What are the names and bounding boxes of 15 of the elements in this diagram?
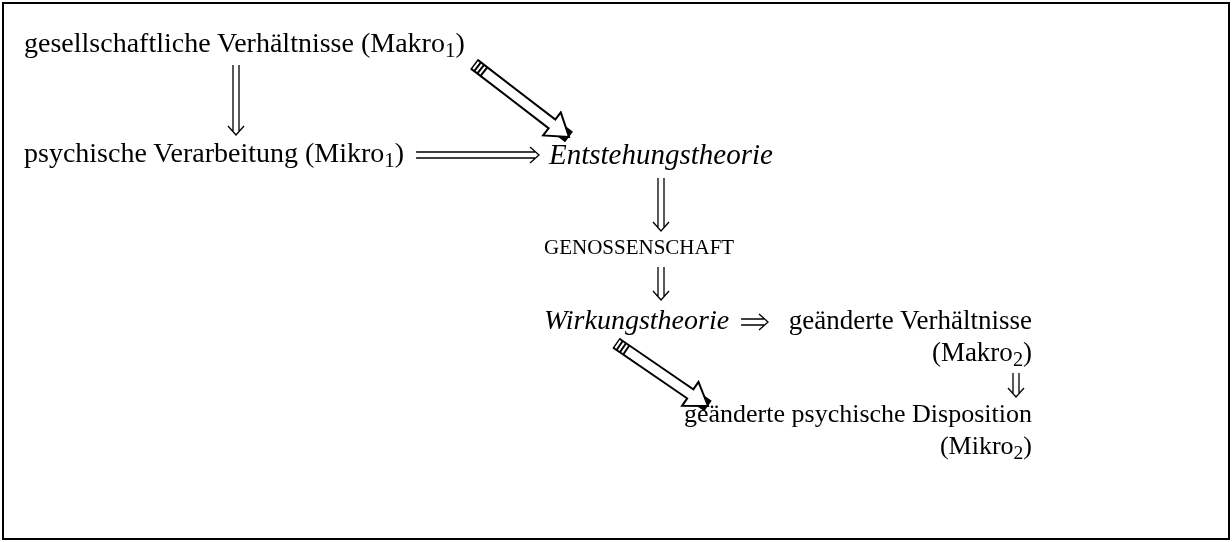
node-text: gesellschaftliche Verhältnisse (Makro$_{1}$) (24, 26, 465, 60)
node-text: GENOSSENSCHAFT (544, 232, 735, 262)
double-arrow (652, 177, 670, 232)
double-arrow (652, 266, 670, 301)
hollow-arrow (470, 58, 573, 143)
node-text: Wirkungstheorie (544, 301, 730, 339)
node-text: geänderte psychische Disposition (Mikro$_{2}$) (662, 398, 1032, 462)
double-arrow (740, 313, 769, 331)
double-arrow (227, 64, 245, 136)
double-arrow (1007, 372, 1025, 398)
double-arrow (415, 146, 540, 164)
node-text: psychische Verarbeitung (Mikro$_{1}$) (24, 136, 405, 170)
node-text: Entstehungstheorie (549, 135, 773, 173)
node-text: geänderte Verhältnisse (Makro$_{2}$) (770, 304, 1032, 368)
hollow-arrow (612, 337, 712, 412)
